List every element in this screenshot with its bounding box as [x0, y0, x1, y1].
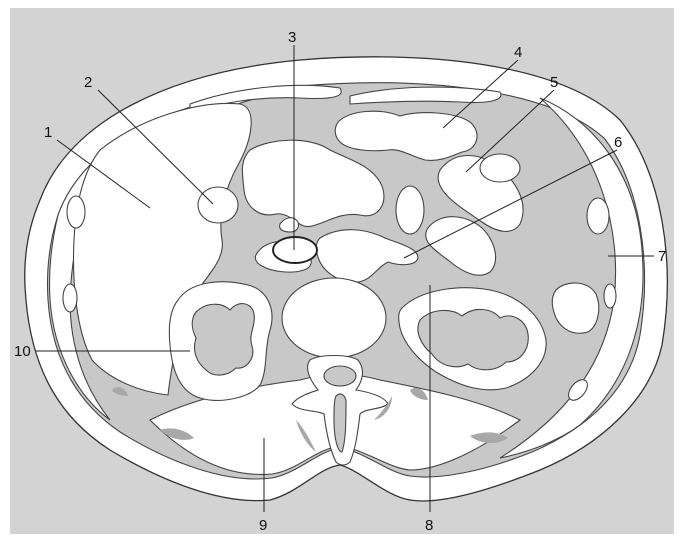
- right-renal-pelvis: [192, 304, 254, 375]
- vertebral-body: [282, 278, 386, 358]
- rib-left-2: [63, 284, 77, 312]
- label-7: 7: [658, 248, 666, 265]
- rib-right-1: [587, 198, 609, 234]
- jejunum-loop-4: [396, 186, 424, 234]
- label-4: 4: [514, 44, 522, 61]
- spinal-canal: [324, 366, 356, 386]
- gallbladder: [198, 187, 238, 223]
- label-8: 8: [425, 517, 433, 534]
- label-6: 6: [614, 134, 622, 151]
- rib-right-2: [604, 284, 616, 308]
- jejunum-loop-2: [480, 154, 520, 182]
- label-5: 5: [550, 74, 558, 91]
- portal-vein: [273, 237, 317, 263]
- label-3: 3: [288, 29, 296, 46]
- label-9: 9: [259, 517, 267, 534]
- label-1: 1: [44, 124, 52, 141]
- rib-left-1: [67, 196, 85, 228]
- label-10: 10: [14, 343, 31, 360]
- label-2: 2: [84, 74, 92, 91]
